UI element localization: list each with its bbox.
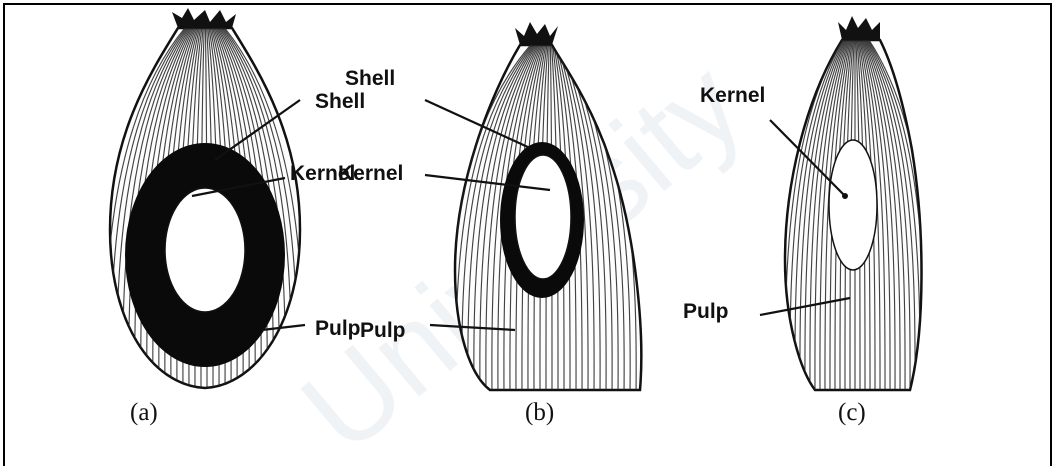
panel-b-label-pulp: Pulp (360, 319, 406, 342)
panel-b-label-shell: Shell (345, 67, 395, 90)
panel-b-stem (515, 22, 558, 45)
panel-a-kernel (165, 188, 245, 312)
panel-b-label-kernel: Kernel (338, 162, 403, 185)
panel-c-label-pulp: Pulp (683, 300, 729, 323)
panel-a-stem (172, 8, 236, 28)
panel-b-caption: (b) (525, 399, 554, 426)
panel-c: Kernel Pulp (c) (683, 16, 930, 426)
panel-a-label-shell: Shell (315, 90, 365, 113)
panel-c-label-kernel: Kernel (700, 84, 765, 107)
panel-c-stem (838, 16, 880, 40)
panel-a-label-pulp: Pulp (315, 317, 361, 340)
panel-c-caption: (c) (838, 399, 866, 426)
panel-b-kernel (515, 155, 571, 279)
panel-a-caption: (a) (130, 399, 158, 426)
panel-c-kernel-dot (842, 193, 848, 199)
panel-c-kernel (829, 140, 877, 270)
